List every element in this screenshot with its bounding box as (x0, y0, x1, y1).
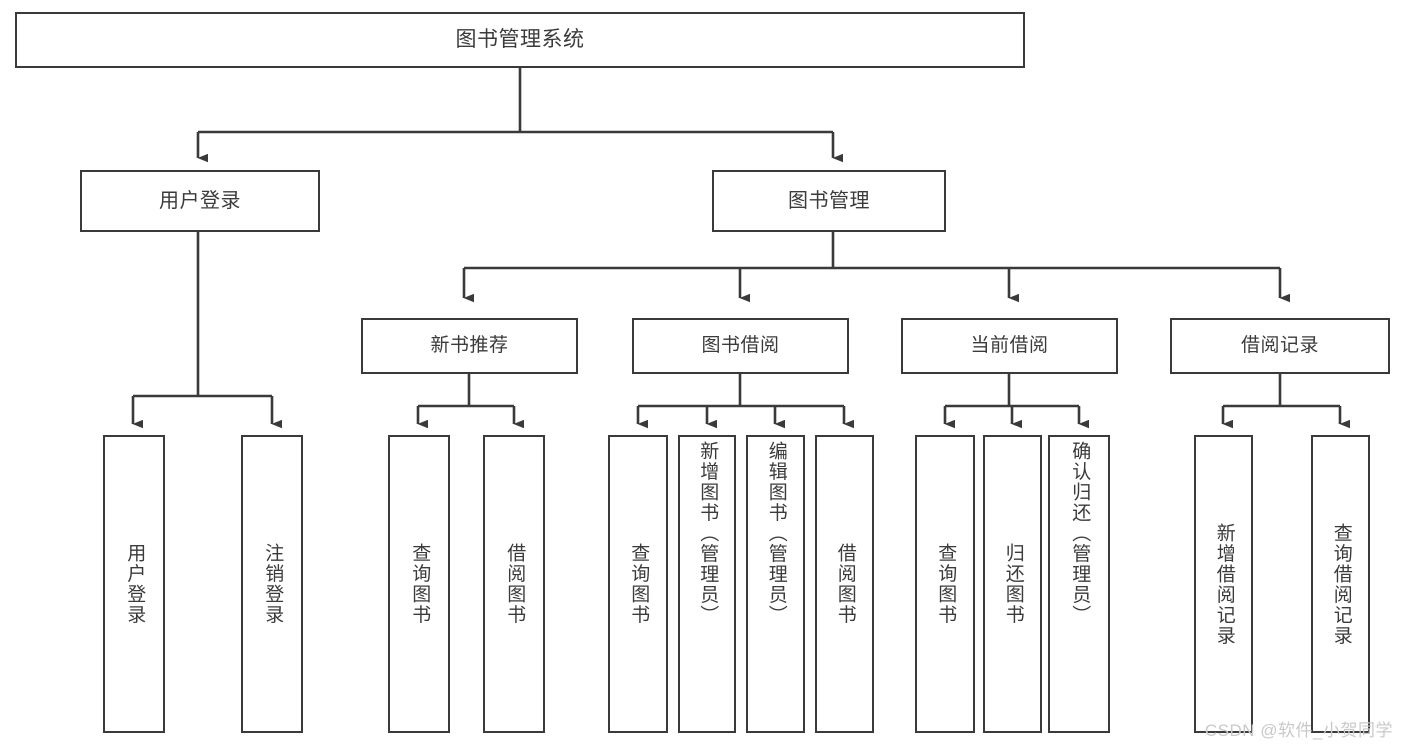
node-label: 新书推荐 (430, 335, 509, 357)
node-label: 图书管理 (788, 189, 870, 212)
leaf-current-borrow-query[interactable]: 查询图书 (915, 435, 975, 733)
node-label: 查询图书 (409, 543, 431, 625)
node-label: 图书管理系统 (455, 28, 585, 52)
leaf-user-login-login[interactable]: 用户登录 (103, 435, 165, 733)
leaf-new-book-query[interactable]: 查询图书 (388, 435, 450, 733)
node-current-borrow[interactable]: 当前借阅 (901, 318, 1118, 374)
leaf-new-book-borrow[interactable]: 借阅图书 (483, 435, 545, 733)
node-label: 归还图书 (1002, 543, 1024, 625)
node-user-login[interactable]: 用户登录 (80, 170, 320, 232)
leaf-book-borrow-add[interactable]: 新增图书（管理员） (678, 435, 736, 733)
node-label: 确认归还（管理员） (1069, 441, 1091, 626)
node-label: 新增借阅记录 (1213, 522, 1235, 646)
leaf-borrow-record-add[interactable]: 新增借阅记录 (1194, 435, 1253, 733)
node-label: 查询借阅记录 (1330, 522, 1352, 646)
node-borrow-record[interactable]: 借阅记录 (1170, 318, 1390, 374)
node-label: 借阅记录 (1240, 335, 1319, 357)
node-label: 图书借阅 (701, 335, 780, 357)
leaf-book-borrow-edit[interactable]: 编辑图书（管理员） (746, 435, 805, 733)
node-book-borrow[interactable]: 图书借阅 (632, 318, 849, 374)
node-new-book-recommend[interactable]: 新书推荐 (361, 318, 578, 374)
node-book-manage[interactable]: 图书管理 (712, 170, 946, 232)
node-label: 借阅图书 (504, 543, 526, 625)
node-label: 查询图书 (935, 543, 957, 625)
leaf-book-borrow-query[interactable]: 查询图书 (608, 435, 668, 733)
node-label: 借阅图书 (834, 543, 856, 625)
leaf-user-login-logout[interactable]: 注销登录 (241, 435, 303, 733)
leaf-current-borrow-return[interactable]: 归还图书 (983, 435, 1042, 733)
node-label: 用户登录 (159, 189, 241, 212)
node-label: 注销登录 (262, 543, 284, 625)
leaf-current-borrow-confirm[interactable]: 确认归还（管理员） (1048, 435, 1110, 733)
leaf-borrow-record-query[interactable]: 查询借阅记录 (1311, 435, 1370, 733)
leaf-book-borrow-borrow[interactable]: 借阅图书 (815, 435, 874, 733)
node-label: 查询图书 (628, 543, 650, 625)
node-root-system[interactable]: 图书管理系统 (15, 12, 1025, 68)
node-label: 编辑图书（管理员） (765, 441, 787, 626)
node-label: 当前借阅 (970, 335, 1049, 357)
node-label: 用户登录 (124, 543, 146, 625)
node-label: 新增图书（管理员） (697, 441, 719, 626)
